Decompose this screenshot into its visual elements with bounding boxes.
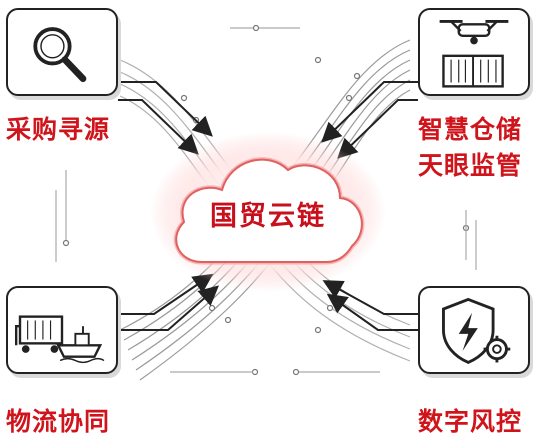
node-warehouse (418, 8, 530, 96)
flow-arrows (118, 81, 418, 331)
magnifier-icon (33, 27, 87, 83)
label-warehouse-1: 智慧仓储 (418, 115, 523, 144)
truck-ship-icon (14, 315, 105, 364)
label-risk-control: 数字风控 (418, 407, 523, 436)
circuit-nodes (62, 24, 470, 376)
cloud-label: 国贸云链 (210, 201, 326, 232)
label-logistics: 物流协同 (6, 407, 111, 436)
circuit-ticks (55, 27, 477, 373)
label-warehouse-2: 天眼监管 (418, 151, 523, 180)
node-risk-control (418, 286, 530, 374)
node-procurement (6, 8, 118, 96)
shield-gear-icon (442, 297, 511, 365)
label-procurement: 采购寻源 (6, 115, 111, 144)
cloud-shape (150, 132, 386, 292)
node-logistics (6, 286, 118, 374)
drone-container-icon (439, 20, 509, 88)
